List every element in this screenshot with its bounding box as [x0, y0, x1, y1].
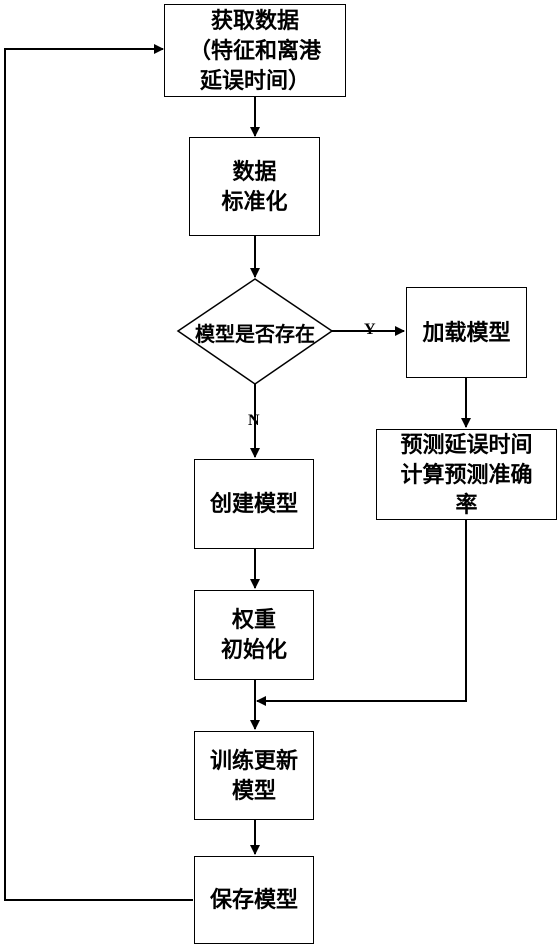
edge-no-label: N: [248, 412, 260, 429]
node-save-model-text: 保存模型: [209, 887, 298, 913]
node-standardize-text: 数据 标准化: [221, 158, 288, 215]
node-predict-text: 预测延误时间 计算预测准确 率: [400, 431, 533, 518]
node-get-data: 获取数据 （特征和离港 延误时间）: [164, 4, 346, 97]
node-standardize: 数据 标准化: [189, 137, 320, 236]
node-init-weights: 权重 初始化: [194, 590, 314, 680]
node-get-data-text: 获取数据 （特征和离港 延误时间）: [188, 7, 321, 94]
node-load-model-text: 加载模型: [422, 319, 511, 346]
node-create-model-text: 创建模型: [209, 491, 298, 517]
arrow-save-loop-back: [4, 44, 193, 901]
arrow-predict-to-train: [256, 520, 467, 706]
node-create-model: 创建模型: [194, 459, 314, 549]
node-decision-text: 模型是否存在: [195, 322, 315, 346]
node-init-weights-text: 权重 初始化: [220, 607, 287, 663]
node-load-model: 加载模型: [406, 287, 527, 378]
node-train-update: 训练更新 模型: [194, 731, 314, 820]
node-predict: 预测延误时间 计算预测准确 率: [376, 429, 557, 520]
edge-yes-label: Y: [364, 321, 376, 338]
node-train-update-text: 训练更新 模型: [209, 747, 298, 804]
node-save-model: 保存模型: [194, 856, 314, 944]
